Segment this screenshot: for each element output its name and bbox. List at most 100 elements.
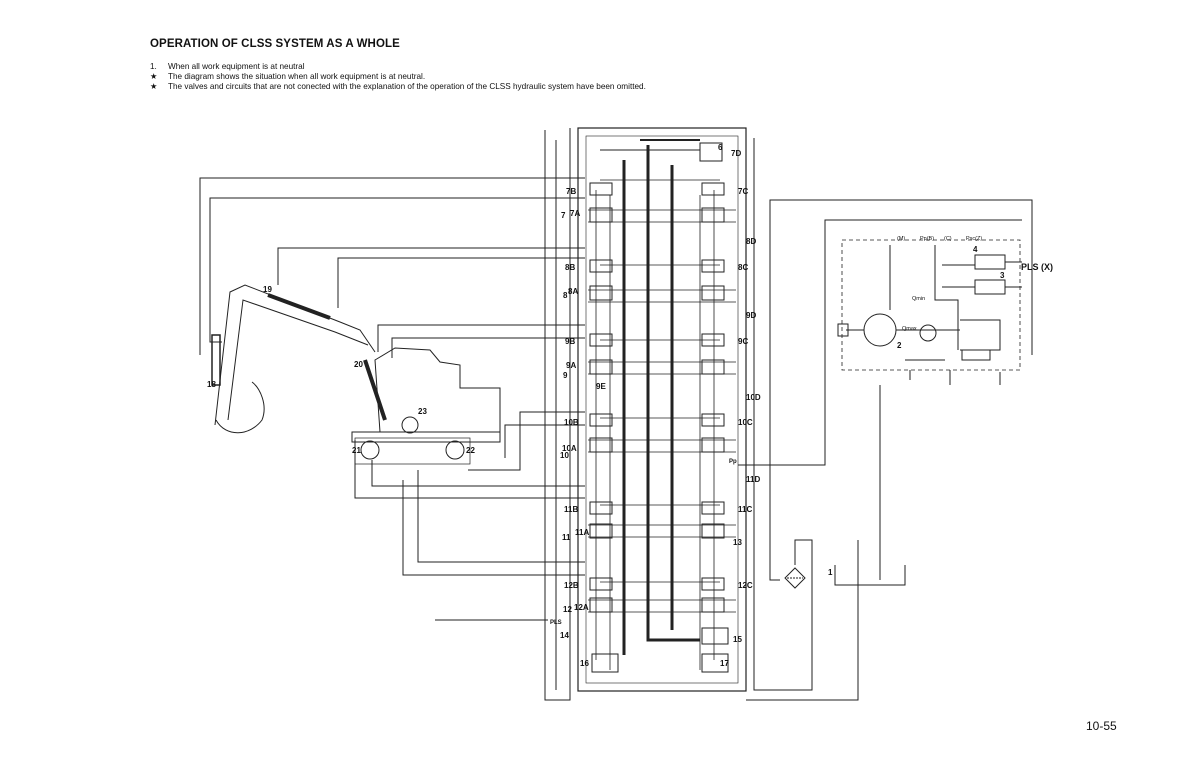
label-8b: 8B	[565, 263, 575, 272]
label-port-c: (C)	[944, 236, 952, 242]
label-8: 8	[563, 291, 568, 300]
pipe	[417, 470, 585, 563]
cab-body	[374, 347, 501, 433]
label-qmax: Qmax	[902, 326, 917, 332]
pipe	[753, 138, 760, 691]
main-pump	[863, 313, 897, 347]
travel-motor-left	[360, 440, 380, 460]
label-22: 22	[466, 446, 475, 455]
bucket-cylinder	[211, 334, 221, 386]
arm-cylinder	[267, 293, 331, 320]
pump-line	[746, 540, 859, 701]
label-10d: 10D	[746, 393, 761, 402]
pump-line	[769, 465, 780, 581]
label-15: 15	[733, 635, 742, 644]
servo-piston	[961, 349, 991, 361]
label-pp: Pp	[729, 459, 737, 465]
pipe	[402, 480, 585, 576]
label-9b: 9B	[565, 337, 575, 346]
note-item: 1.When all work equipment is at neutral	[150, 62, 646, 72]
engine-box	[837, 323, 849, 337]
page-title: OPERATION OF CLSS SYSTEM AS A WHOLE	[150, 38, 400, 50]
pump-line	[905, 359, 1001, 385]
pipe	[391, 337, 585, 358]
label-9c: 9C	[738, 337, 748, 346]
travel-motor-right	[445, 440, 465, 460]
track-frame	[351, 431, 501, 443]
label-8d: 8D	[746, 237, 756, 246]
label-port-pp-b: Pp(B)	[920, 236, 934, 242]
label-qmin: Qmin	[912, 296, 925, 302]
pump-servo	[919, 324, 937, 342]
pipe	[371, 460, 585, 487]
motor-frame	[354, 437, 471, 465]
label-1: 1	[828, 568, 833, 577]
label-11: 11	[562, 533, 571, 542]
label-7d: 7D	[731, 149, 741, 158]
pipe	[277, 247, 585, 285]
note-text: The valves and circuits that are not con…	[168, 82, 646, 92]
pipe	[199, 177, 585, 355]
label-10b: 10B	[564, 418, 579, 427]
label-11b: 11B	[564, 505, 578, 514]
label-9a: 9A	[566, 361, 576, 370]
label-2: 2	[897, 341, 902, 350]
pump-line	[889, 245, 959, 350]
label-11d: 11D	[746, 475, 760, 484]
label-7c: 7C	[738, 187, 748, 196]
pipe	[544, 128, 571, 701]
filter-symbol	[784, 567, 806, 589]
label-9e: 9E	[596, 382, 606, 391]
pipe	[337, 257, 585, 308]
label-pls: PLS	[550, 620, 562, 626]
note-marker: ★	[150, 72, 158, 82]
label-port-psc-z: Psc(Z)	[966, 236, 982, 242]
control-valve-outline	[577, 127, 747, 692]
label-13: 13	[733, 538, 742, 547]
label-10: 10	[560, 451, 569, 460]
label-7b: 7B	[566, 187, 576, 196]
label-8c: 8C	[738, 263, 748, 272]
bucket	[215, 381, 265, 434]
boom-cylinder	[363, 359, 387, 421]
label-17: 17	[720, 659, 729, 668]
label-8a: 8A	[568, 287, 578, 296]
label-23: 23	[418, 407, 427, 416]
note-text: The diagram shows the situation when all…	[168, 72, 426, 82]
note-item: ★ The diagram shows the situation when al…	[150, 72, 646, 82]
label-10c: 10C	[738, 418, 753, 427]
notes-list: 1.When all work equipment is at neutral …	[150, 62, 646, 93]
pump-line	[942, 261, 1022, 288]
label-9: 9	[563, 371, 568, 380]
pump-line	[746, 219, 1022, 466]
pump-line	[896, 319, 1001, 351]
label-16: 16	[580, 659, 589, 668]
label-port-m: (M)	[897, 236, 905, 242]
label-12b: 12B	[564, 581, 579, 590]
pipe	[377, 324, 585, 352]
label-11a: 11A	[575, 528, 589, 537]
label-7: 7	[561, 211, 566, 220]
lS-valve	[974, 254, 1006, 270]
label-12a: 12A	[574, 603, 589, 612]
label-12c: 12C	[738, 581, 753, 590]
pump-line	[834, 565, 906, 586]
label-pls-x: PLS (X)	[1021, 262, 1053, 272]
label-3: 3	[1000, 271, 1005, 280]
label-21: 21	[352, 446, 361, 455]
label-10a: 10A	[562, 444, 577, 453]
boom-arm	[227, 299, 369, 421]
note-marker: 1.	[150, 62, 157, 71]
label-11c: 11C	[738, 505, 752, 514]
label-6: 6	[718, 143, 723, 152]
label-7a: 7A	[570, 209, 580, 218]
label-14: 14	[560, 631, 569, 640]
pipe	[209, 197, 585, 343]
page-number: 10-55	[1086, 719, 1117, 733]
pump-line	[760, 539, 813, 691]
note-item: ★The valves and circuits that are not co…	[150, 82, 646, 92]
swing-motor	[401, 416, 419, 434]
pipe	[468, 411, 585, 471]
pc-valve	[974, 279, 1006, 295]
